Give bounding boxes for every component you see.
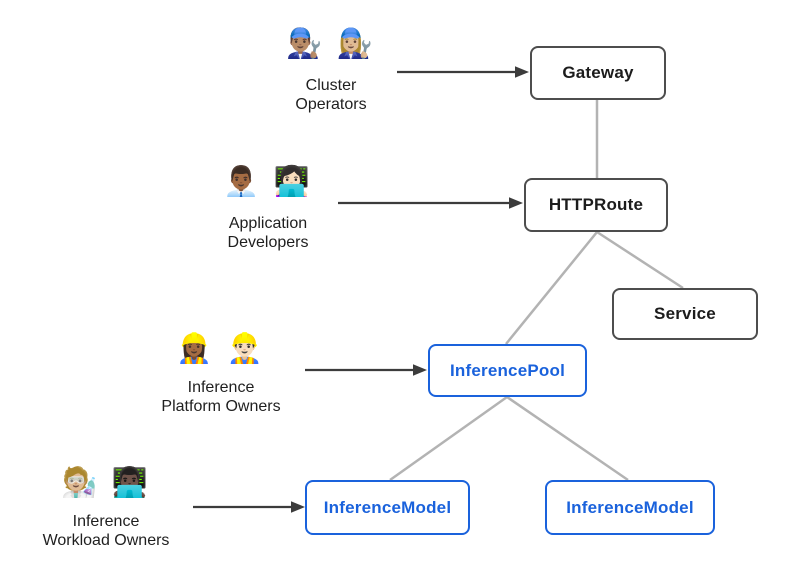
arrow-cluster-operators-to-gateway bbox=[397, 66, 529, 78]
arrow-inference-workload-owners-to-inferencemodel bbox=[193, 501, 305, 513]
node-inferencemodel-left: InferenceModel bbox=[305, 480, 470, 535]
arrow-inference-platform-owners-to-inferencepool bbox=[305, 364, 427, 376]
node-label: Service bbox=[654, 304, 716, 323]
node-label: HTTPRoute bbox=[548, 195, 644, 214]
man-technologist-icon: 👨🏿‍💻 bbox=[111, 467, 151, 499]
persona-emoji-row: 🧑🏼‍🔬 👨🏿‍💻 bbox=[6, 467, 206, 500]
persona-label-line: Inference bbox=[72, 513, 140, 531]
persona-inference-platform-owners: 👷🏾‍♀️ 👷🏻‍♂️ Inference Platform Owners bbox=[121, 333, 321, 416]
persona-label-line: Cluster bbox=[305, 77, 357, 95]
node-label: InferencePool bbox=[449, 360, 566, 380]
node-inferencepool: InferencePool bbox=[428, 344, 587, 397]
persona-label-line: Workload Owners bbox=[42, 532, 170, 550]
persona-label: Inference Workload Owners bbox=[6, 512, 206, 550]
arrow-head-icon bbox=[515, 66, 529, 78]
node-service: Service bbox=[612, 288, 758, 340]
man-mechanic-icon: 👨🏽‍🔧 bbox=[286, 28, 326, 60]
arrow-head-icon bbox=[413, 364, 427, 376]
persona-label-line: Developers bbox=[227, 234, 309, 252]
woman-construction-worker-icon: 👷🏾‍♀️ bbox=[176, 333, 216, 365]
edge-inferencepool-inferencemodel-right bbox=[506, 395, 629, 482]
arrow-application-developers-to-httproute bbox=[338, 197, 523, 209]
node-label: InferenceModel bbox=[566, 497, 694, 517]
persona-label-line: Application bbox=[228, 215, 308, 233]
edge-inferencepool-inferencemodel-left bbox=[389, 395, 508, 482]
persona-emoji-row: 👨🏾‍💼 👩🏻‍💻 bbox=[168, 166, 368, 199]
persona-label: Application Developers bbox=[168, 214, 368, 252]
man-office-worker-icon: 👨🏾‍💼 bbox=[223, 166, 263, 198]
node-label: Gateway bbox=[562, 63, 634, 82]
arrow-head-icon bbox=[509, 197, 523, 209]
persona-label: Cluster Operators bbox=[231, 76, 431, 114]
persona-inference-workload-owners: 🧑🏼‍🔬 👨🏿‍💻 Inference Workload Owners bbox=[6, 467, 206, 550]
persona-label-line: Platform Owners bbox=[161, 398, 281, 416]
persona-cluster-operators: 👨🏽‍🔧 👩🏼‍🔧 Cluster Operators bbox=[231, 28, 431, 114]
man-construction-worker-icon: 👷🏻‍♂️ bbox=[226, 333, 266, 365]
node-label: InferenceModel bbox=[323, 497, 452, 517]
node-httproute: HTTPRoute bbox=[524, 178, 668, 232]
edge-httproute-inferencepool bbox=[505, 231, 598, 345]
persona-label-line: Inference bbox=[187, 379, 255, 397]
scientist-icon: 🧑🏼‍🔬 bbox=[61, 467, 101, 499]
woman-mechanic-icon: 👩🏼‍🔧 bbox=[336, 28, 376, 60]
node-gateway: Gateway bbox=[530, 46, 666, 100]
persona-application-developers: 👨🏾‍💼 👩🏻‍💻 Application Developers bbox=[168, 166, 368, 252]
woman-technologist-icon: 👩🏻‍💻 bbox=[273, 166, 313, 198]
persona-emoji-row: 👨🏽‍🔧 👩🏼‍🔧 bbox=[231, 28, 431, 61]
persona-emoji-row: 👷🏾‍♀️ 👷🏻‍♂️ bbox=[121, 333, 321, 366]
edge-httproute-service bbox=[596, 230, 684, 290]
node-inferencemodel-right: InferenceModel bbox=[545, 480, 715, 535]
persona-label: Inference Platform Owners bbox=[121, 378, 321, 416]
persona-label-line: Operators bbox=[295, 96, 367, 114]
arrow-head-icon bbox=[291, 501, 305, 513]
